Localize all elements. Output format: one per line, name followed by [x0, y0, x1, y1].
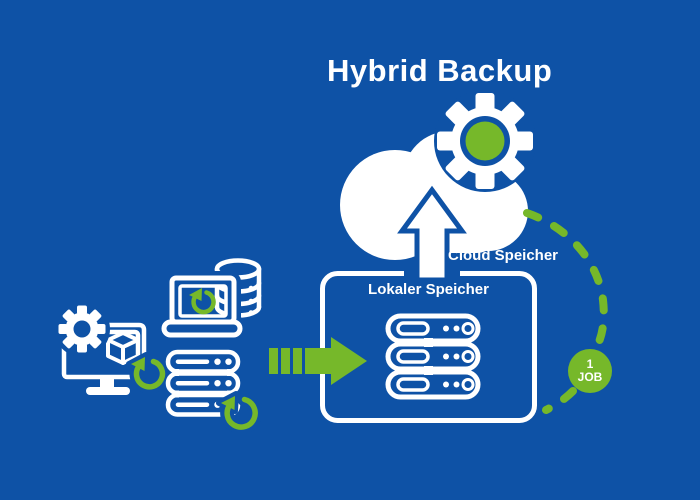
flow-arrow-icon	[269, 337, 367, 385]
monitor-backup-icon	[54, 301, 170, 395]
upload-arrow-icon	[397, 185, 467, 283]
cloud-icon	[340, 131, 528, 260]
job-badge-count: 1	[586, 356, 594, 371]
laptop-backup-icon	[157, 271, 247, 342]
job-badge: 1 JOB	[568, 349, 612, 393]
server-stack-icon	[165, 349, 263, 435]
refresh-icon	[189, 288, 216, 315]
refresh-icon	[126, 352, 170, 394]
small-gear-icon	[54, 301, 110, 357]
server-rack-icon	[385, 313, 481, 400]
job-badge-label: JOB	[577, 370, 603, 384]
local-storage-label: Lokaler Speicher	[368, 281, 489, 298]
page-title: Hybrid Backup	[327, 53, 553, 88]
refresh-icon	[216, 391, 263, 435]
cloud-storage-label: Cloud Speicher	[448, 247, 559, 264]
cube-icon	[106, 331, 140, 365]
database-icon	[214, 258, 262, 318]
gear-icon	[434, 90, 536, 192]
